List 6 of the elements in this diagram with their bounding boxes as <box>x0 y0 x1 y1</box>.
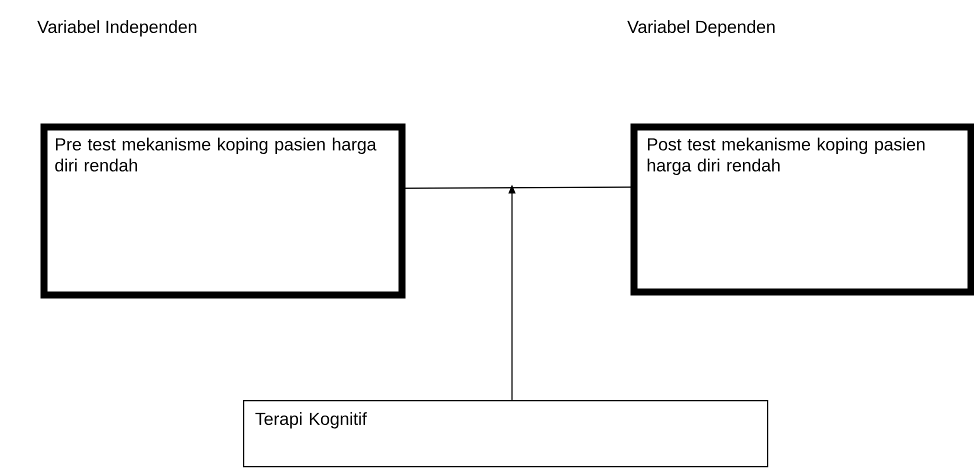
connector-line <box>406 186 630 189</box>
text-box: Post test mekanisme koping pasien harga diri rendah <box>630 124 974 296</box>
text-box: Pre test mekanisme koping pasien harga diri rendah <box>40 124 406 298</box>
heading-text: Variabel Dependen <box>627 20 775 36</box>
heading-text: Variabel Independen <box>37 20 196 36</box>
text-box: Terapi Kognitif <box>243 400 768 468</box>
